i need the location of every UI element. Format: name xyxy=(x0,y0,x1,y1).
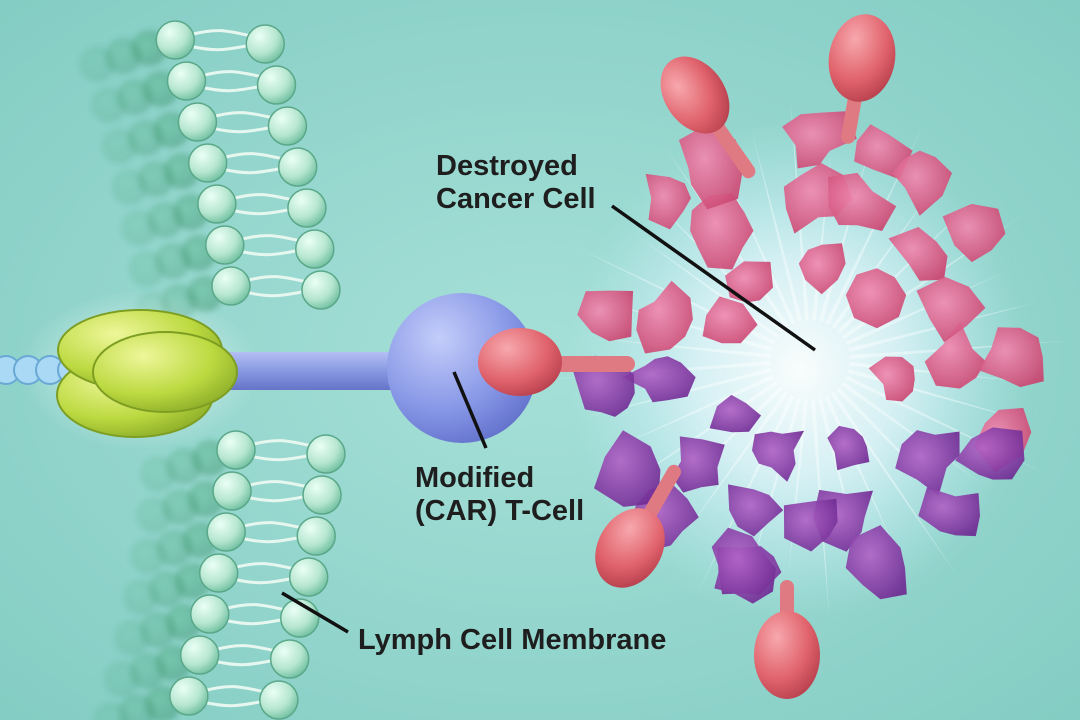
label-destroyed-cancer-cell: Destroyed Cancer Cell xyxy=(436,150,596,216)
destroyed-cancer-cell xyxy=(550,100,1070,620)
label-line: Lymph Cell Membrane xyxy=(358,624,667,656)
label-line: Cancer Cell xyxy=(436,183,596,215)
green-receptor xyxy=(56,309,238,438)
car-t-cell-head xyxy=(387,293,537,443)
bound-antigen xyxy=(478,328,635,396)
label-line: Destroyed xyxy=(436,150,578,182)
label-line: Modified xyxy=(415,462,535,494)
leader-lines xyxy=(281,204,817,634)
receptor-stem xyxy=(200,352,430,390)
label-lymph-cell-membrane: Lymph Cell Membrane xyxy=(358,624,666,657)
label-line: (CAR) T-Cell xyxy=(415,495,585,527)
lymph-cell-membrane xyxy=(155,20,346,720)
free-antigens xyxy=(595,14,896,699)
label-modified-t-cell: Modified (CAR) T-Cell xyxy=(415,462,584,528)
